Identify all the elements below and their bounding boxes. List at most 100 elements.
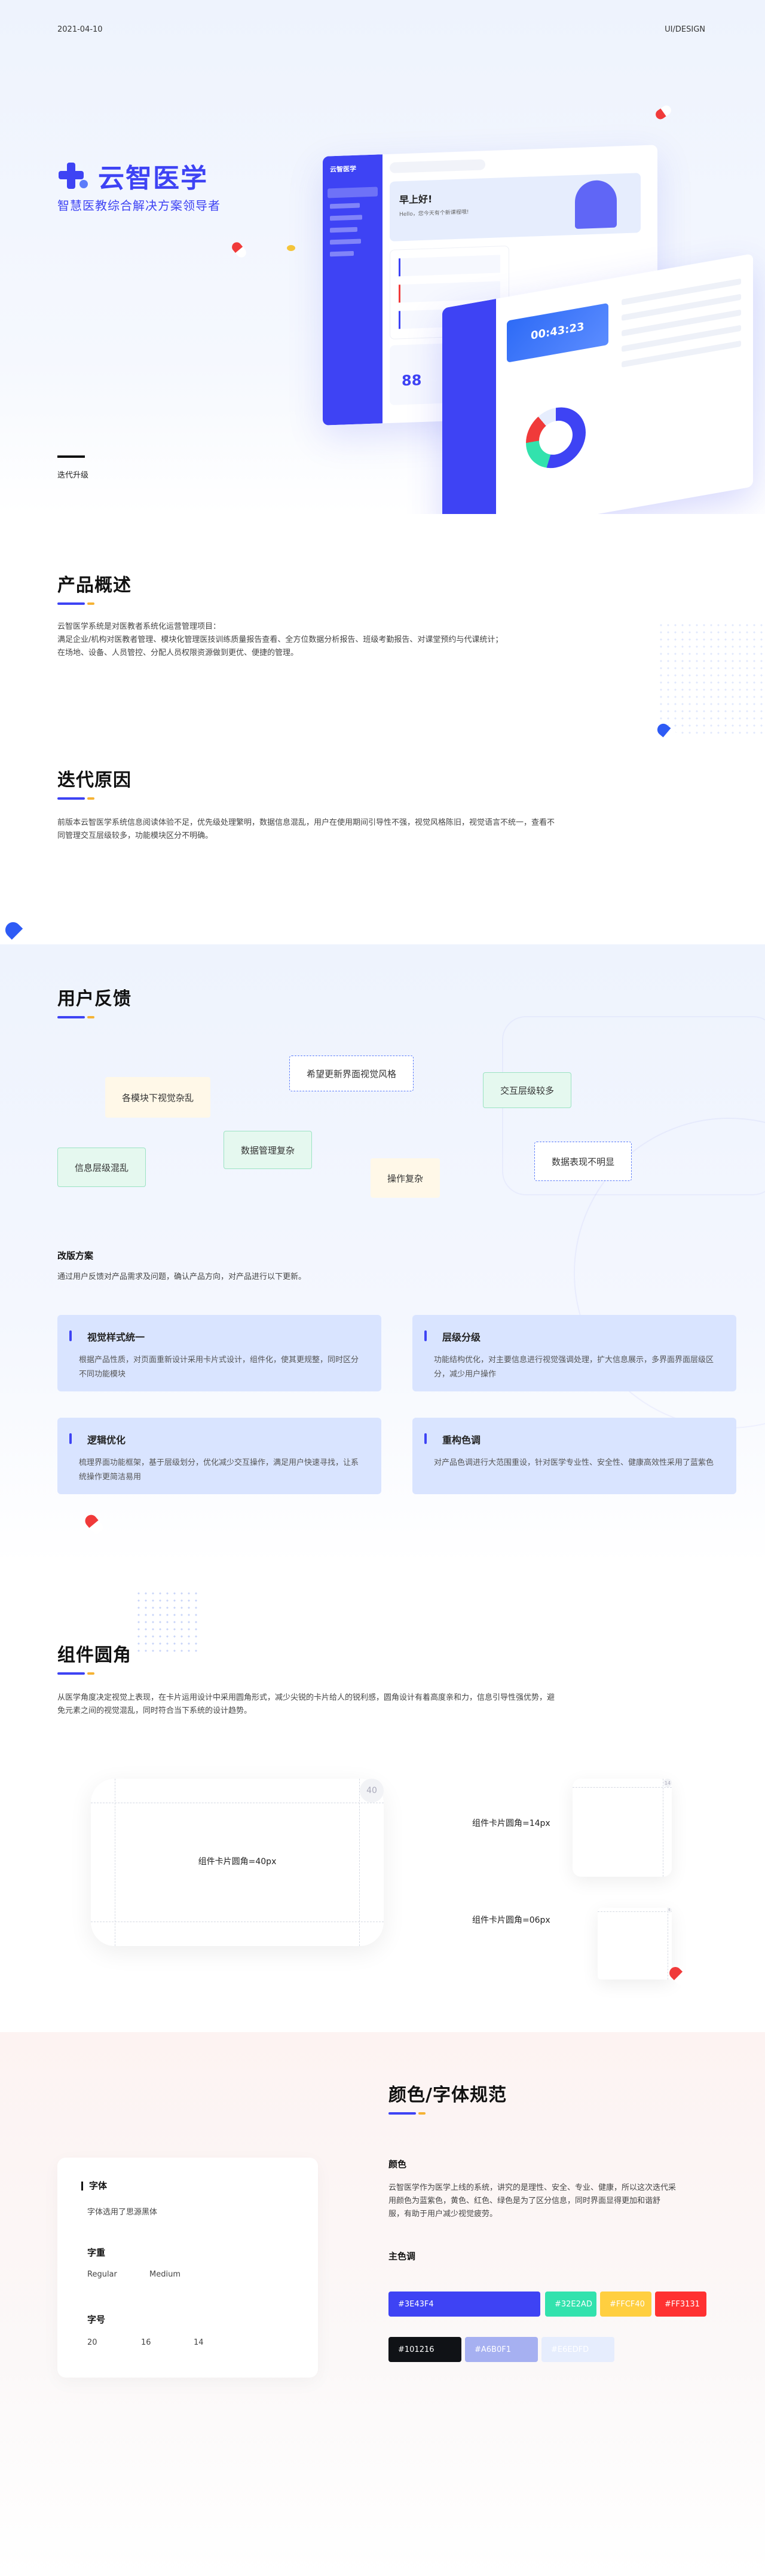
title-underline [57,797,94,800]
plan-desc: 通过用户反馈对产品需求及问题，确认产品方向，对产品进行以下更新。 [57,1272,307,1281]
hero-logo-text: 云智医学 [98,163,208,194]
plan-card-desc: 梳理界面功能框架，基于层级划分，优化减少交互操作，满足用户快速寻找，让系统操作更… [79,1458,359,1482]
feedback-title: 用户反馈 [57,989,131,1009]
plan-card: 重构色调 对产品色调进行大范围重设，针对医学专业性、安全性、健康高效性采用了蓝紫… [412,1418,736,1494]
radius-label-6: 组件卡片圆角=06px [472,1916,550,1925]
red-capsule-icon [82,1512,105,1536]
feedback-tag: 信息层级混乱 [57,1148,146,1187]
radius-badge-6: 6 [667,1908,672,1913]
weight-medium: Medium [149,2270,180,2279]
feedback-tag: 交互层级较多 [483,1072,572,1108]
mock-donut-chart [526,402,586,473]
color-font-title: 颜色/字体规范 [388,2085,507,2106]
feedback-tag: 数据管理复杂 [224,1131,313,1169]
overview-title: 产品概述 [57,575,131,596]
mock-brand: 云智医学 [330,164,356,174]
plan-card: 视觉样式统一 根据产品性质，对页面重新设计采用卡片式设计，组件化，使其更规整，同… [57,1315,381,1391]
plan-card: 逻辑优化 梳理界面功能框架，基于层级划分，优化减少交互操作，满足用户快速寻找，让… [57,1418,381,1494]
plan-card-title: 视觉样式统一 [69,1329,360,1344]
color-desc-2: 用颜色为蓝紫色，黄色、红色、绿色是为了区分信息，同时界面显得更加和谐舒 [388,2196,661,2205]
reason-section: 迭代原因 前版本云智医学系统信息阅读体验不足，优先级处理繁明，数据信息混乱，用户… [0,741,765,944]
mock-time-card: 00:43:23 [507,302,608,363]
color-font-section: 颜色/字体规范 字体 字体选用了思源黑体 字重 Regular Medium 字… [0,2032,765,2576]
color-swatch-green: #32E2AD [545,2292,596,2317]
radius-section: 组件圆角 从医学角度决定视觉上表现，在卡片运用设计中采用圆角形式，减少尖锐的卡片… [0,1566,765,2032]
color-swatch-lavender: #A6B0F1 [465,2337,538,2362]
color-heading: 颜色 [388,2159,407,2170]
color-swatch-black: #101216 [388,2337,461,2362]
radius-badge-40: 40 [360,1779,384,1803]
medical-cross-logo-icon [59,163,88,189]
hero-tagline: 智慧医教综合解决方案领导者 [57,198,221,213]
radius-guide-line [598,1911,672,1912]
reason-title: 迭代原因 [57,770,131,791]
mock-stat-value: 88 [402,372,422,390]
hero-date: 2021-04-10 [57,25,103,34]
font-title: 字体 [81,2182,107,2190]
font-desc: 字体选用了思源黑体 [87,2208,158,2217]
feedback-section: 用户反馈 希望更新界面视觉风格 各模块下视觉杂乱 交互层级较多 数据管理复杂 数… [0,944,765,1566]
color-swatch-yellow: #FFCF40 [600,2292,651,2317]
plan-card: 层级分级 功能结构优化，对主要信息进行视觉强调处理，扩大信息展示，多界面界面层级… [412,1315,736,1391]
plan-title: 改版方案 [57,1250,94,1261]
color-desc-3: 服，有助于用户减少视觉疲劳。 [388,2210,498,2219]
weight-title: 字重 [87,2247,106,2258]
hero-tag: UI/DESIGN [665,25,705,34]
overview-line-2: 满足企业/机构对医教者管理、模块化管理医技训练质量报告查看、全方位数据分析报告、… [57,635,503,644]
radius-label-40: 组件卡片圆角=40px [198,1857,277,1867]
blue-capsule-icon [2,919,33,944]
plan-card-title: 逻辑优化 [69,1432,360,1446]
radius-label-14: 组件卡片圆角=14px [472,1819,550,1828]
reason-line-1: 前版本云智医学系统信息阅读体验不足，优先级处理繁明，数据信息混乱，用户在使用期间… [57,818,555,827]
feedback-tag: 数据表现不明显 [534,1142,632,1181]
title-underline [57,1672,94,1675]
radius-badge-14: 14 [663,1779,672,1787]
radius-demo-card-6: 6 [598,1908,672,1980]
plan-card-title: 重构色调 [424,1432,715,1446]
size-title: 字号 [87,2314,106,2325]
weight-regular: Regular [87,2270,117,2279]
overview-line-1: 云智医学系统是对医教者系统化运营管理项目： [57,622,221,631]
yellow-dot-icon [287,245,295,251]
color-swatch-primary: #3E43F4 [388,2292,540,2317]
mock-greeting-card: 早上好! Hello，您今天有个新课程哦! [390,173,641,241]
mock-time-display: 00:43:23 [531,320,585,342]
reason-line-2: 同管理交互层级较多，功能模块区分不明确。 [57,831,213,840]
overview-line-3: 在场地、设备、人员管控、分配人员权限资源做到更优、便捷的管理。 [57,648,299,657]
radius-demo-card-14: 14 [573,1779,672,1877]
main-color-title: 主色调 [388,2251,416,2262]
font-spec-card: 字体 字体选用了思源黑体 字重 Regular Medium 字号 20 16 … [57,2158,318,2378]
size-14: 14 [194,2338,204,2347]
radius-title: 组件圆角 [57,1645,131,1666]
red-capsule-icon [653,103,674,121]
mock-greeting: 早上好! [399,193,433,206]
color-desc-1: 云智医学作为医学上线的系统，讲究的是理性、安全、专业、健康，所以这次迭代采 [388,2183,677,2192]
dot-grid-decoration [135,1590,201,1656]
plan-card-desc: 功能结构优化，对主要信息进行视觉强调处理，扩大信息展示，多界面界面层级区分，减少… [434,1356,714,1379]
plan-card-title: 层级分级 [424,1329,715,1344]
radius-guide-line [359,1779,360,1946]
size-20: 20 [87,2338,97,2347]
feedback-tag: 希望更新界面视觉风格 [289,1056,414,1091]
feedback-tag: 各模块下视觉杂乱 [105,1077,211,1118]
size-16: 16 [141,2338,151,2347]
hero-version-label: 迭代升级 [57,471,89,480]
color-swatch-red: #FF3131 [655,2292,706,2317]
mock-sidebar: 云智医学 [323,154,382,426]
color-swatch-light: #E6EDFD [541,2337,614,2362]
title-underline [388,2112,426,2115]
radius-line-1: 从医学角度决定视觉上表现，在卡片运用设计中采用圆角形式，减少尖锐的卡片给人的锐利… [57,1693,555,1702]
plan-card-desc: 对产品色调进行大范围重设，针对医学专业性、安全性、健康高效性采用了蓝紫色 [434,1458,714,1467]
feedback-tag: 操作复杂 [371,1158,440,1198]
hero-version-bar [57,455,85,458]
dot-grid-decoration [657,622,765,735]
radius-demo-card-40: 40 组件卡片圆角=40px [91,1779,384,1946]
red-capsule-icon [230,240,249,259]
overview-section: 产品概述 云智医学系统是对医教者系统化运营管理项目： 满足企业/机构对医教者管理… [0,514,765,741]
plan-card-desc: 根据产品性质，对页面重新设计采用卡片式设计，组件化，使其更规整，同时区分不同功能… [79,1356,359,1379]
hero-logo: 云智医学 [57,157,208,195]
title-underline [57,602,94,605]
radius-guide-line [573,1787,672,1788]
hero-section: 2021-04-10 UI/DESIGN 云智医学 智慧医教综合解决方案领导者 … [0,0,765,514]
mock-greeting-sub: Hello，您今天有个新课程哦! [399,209,469,218]
